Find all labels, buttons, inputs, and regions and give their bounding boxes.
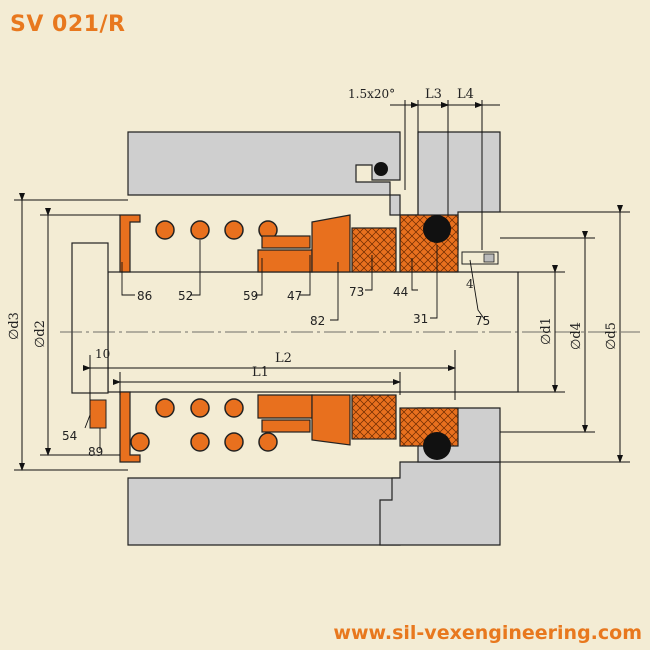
part-59: 59 (243, 289, 258, 303)
label-d5: ∅d5 (604, 322, 619, 350)
part-47: 47 (287, 289, 302, 303)
springs-upper (155, 220, 278, 240)
anti-rotation-pin (461, 251, 499, 265)
retainer-lower (119, 391, 141, 463)
part-86: 86 (137, 289, 152, 303)
label-chamfer: 1.5x20° (348, 87, 395, 101)
part-31: 31 (413, 312, 428, 326)
o-ring-upper (423, 215, 451, 243)
label-d4: ∅d4 (569, 322, 584, 350)
part-75: 75 (475, 314, 490, 328)
label-ten: 10 (95, 347, 110, 361)
o-ring-lower (423, 432, 451, 460)
label-d1: ∅d1 (539, 317, 554, 345)
part-73: 73 (349, 285, 364, 299)
label-d2: ∅d2 (33, 320, 48, 348)
label-L1: L1 (252, 365, 269, 380)
part-54: 54 (62, 429, 77, 443)
website-url: www.sil-vexengineering.com (333, 622, 642, 644)
label-d3: ∅d3 (7, 312, 22, 340)
diagram-title: SV 021/R (10, 12, 126, 37)
setscrew (89, 399, 107, 429)
part-89: 89 (88, 445, 103, 459)
part-52: 52 (178, 289, 193, 303)
retainer-upper (119, 214, 141, 273)
housing-o-ring (374, 162, 388, 176)
label-L4: L4 (457, 87, 474, 102)
part-82: 82 (310, 314, 325, 328)
rotary-unit-lower (257, 394, 459, 447)
label-L2: L2 (275, 351, 292, 366)
label-L3: L3 (425, 87, 442, 102)
part-44: 44 (393, 285, 408, 299)
springs-lower (130, 398, 278, 452)
label-four: 4 (466, 277, 474, 291)
